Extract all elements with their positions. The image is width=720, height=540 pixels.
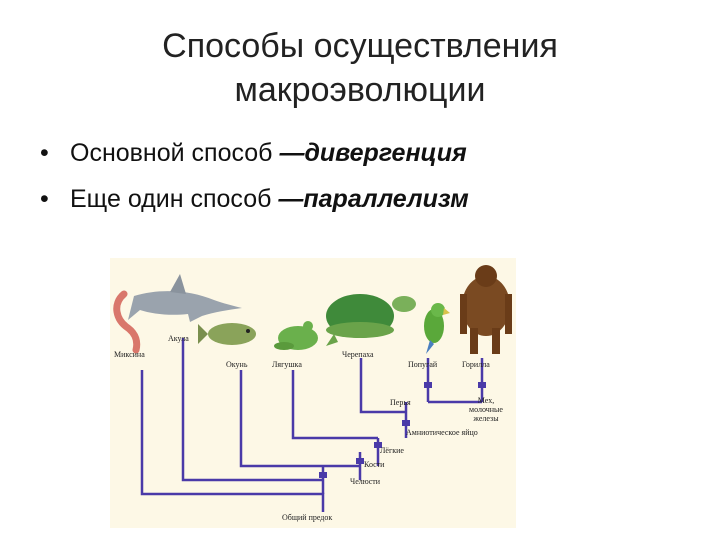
hagfish-picture	[113, 290, 141, 354]
slide-title: Способы осуществления макроэволюции	[60, 24, 660, 112]
trait-label-common-ancestor: Общий предок	[282, 513, 333, 522]
turtle-picture	[326, 294, 416, 348]
trait-label-bones: Кости	[364, 460, 385, 469]
gorilla-picture	[460, 265, 512, 354]
taxon-label-gorilla: Горилла	[462, 360, 490, 369]
bullet-emphasis: —дивергенция	[279, 139, 467, 167]
trait-label-lungs: Лёгкие	[380, 446, 404, 455]
bullet-divergence: • Основной способ —дивергенция	[40, 130, 680, 176]
taxon-label-turtle: Черепаха	[342, 350, 374, 359]
trait-label-feathers: Перья	[390, 398, 411, 407]
title-line-1: Способы осуществления	[162, 27, 558, 65]
bullet-text: Основной способ	[70, 139, 280, 167]
frog-picture	[274, 321, 318, 350]
taxon-label-parrot: Попугай	[408, 360, 438, 369]
taxon-label-frog: Лягушка	[272, 360, 302, 369]
tree-branches	[140, 338, 484, 512]
bullet-marker: •	[40, 139, 49, 167]
shark-picture	[128, 274, 242, 322]
bullet-list: • Основной способ —дивергенция • Еще один …	[40, 130, 680, 222]
title-line-2: макроэволюции	[234, 71, 486, 109]
bullet-parallelism: • Еще один способ —параллелизм	[40, 176, 680, 222]
phylogenetic-tree-figure: Миксина Акула Окунь Лягушка Черепаха Поп…	[110, 258, 516, 528]
trait-label-fur: Мех, молочные железы	[469, 396, 503, 423]
phylogenetic-tree-svg	[113, 265, 512, 512]
bullet-emphasis: —параллелизм	[278, 185, 469, 213]
taxon-label-shark: Акула	[168, 334, 189, 343]
trait-markers	[319, 382, 486, 478]
bullet-marker: •	[40, 185, 49, 213]
parrot-picture	[424, 303, 450, 354]
perch-picture	[198, 323, 256, 345]
trait-label-jaws: Челюсти	[350, 477, 381, 486]
taxon-label-hagfish: Миксина	[114, 350, 145, 359]
trait-label-amniotic-egg: Амниотическое яйцо	[406, 428, 478, 437]
taxon-label-perch: Окунь	[226, 360, 248, 369]
bullet-text: Еще один способ	[70, 185, 279, 213]
